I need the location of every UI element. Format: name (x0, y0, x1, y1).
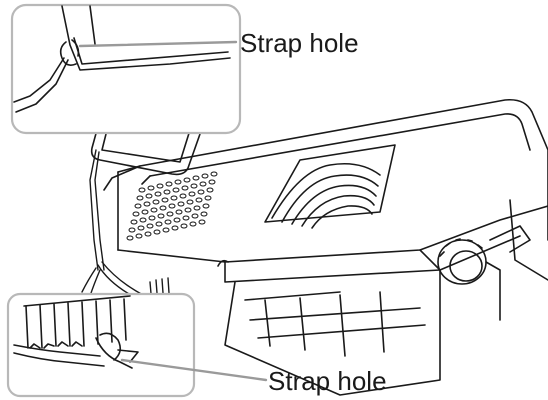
adjuster-foot (437, 225, 531, 321)
strap-cord (81, 149, 191, 319)
callout-bottom (6, 292, 268, 398)
vent-holes (126, 171, 218, 241)
strap-hole-label-top: Strap hole (240, 28, 359, 58)
projector-body (103, 98, 548, 283)
strap-hole-label-bottom: Strap hole (268, 366, 387, 396)
lens-assembly (264, 144, 396, 229)
callout-top (10, 3, 242, 135)
bottom-panel (217, 259, 441, 396)
